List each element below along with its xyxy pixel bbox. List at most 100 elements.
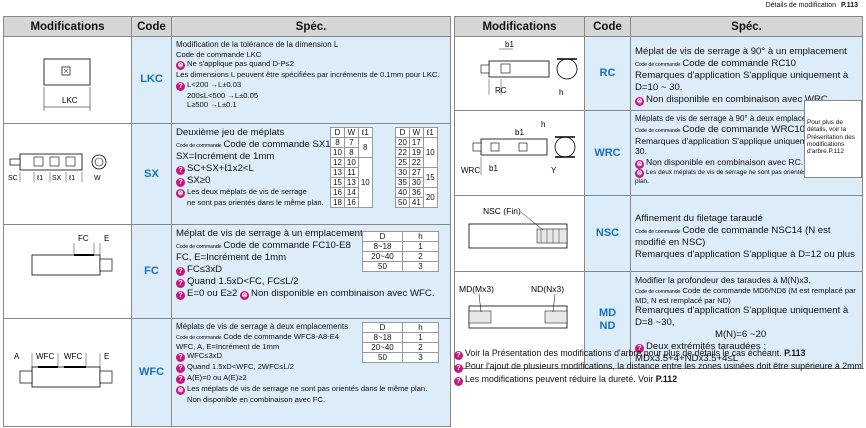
cell: 20 <box>395 136 410 148</box>
wrc-line-2: Non disponible en combinaison avec RC. <box>646 157 804 168</box>
sx-line-1: SX=Incrément de 1mm <box>176 150 275 162</box>
fc-line-5: Non disponible en combinaison avec WFC. <box>251 288 435 300</box>
cell: 16 <box>343 196 359 208</box>
spec-rc: Méplat de vis de serrage à 90° à un empl… <box>630 36 863 111</box>
tip-icon: ? <box>454 377 463 386</box>
cell: 41 <box>408 196 424 208</box>
cell: 30 <box>395 166 410 178</box>
tip-icon: ? <box>635 343 644 353</box>
tip-icon: ? <box>176 375 185 385</box>
details-callout[interactable]: Pour plus de détails, voir la Présentati… <box>804 100 862 178</box>
mdnd-figure: MD(Mx3) ND(Nx3) <box>454 271 585 369</box>
tip-icon: ? <box>176 279 185 289</box>
fc-title: Méplat de vis de serrage à un emplacemen… <box>176 228 363 240</box>
spec-fc: Méplat de vis de serrage à un emplacemen… <box>171 224 451 320</box>
order-code-label: Code de commande <box>635 61 681 68</box>
wrc-dim-wrc: WRC <box>461 166 480 175</box>
wrc-title: Méplats de vis de serrage à 90° à deux e… <box>635 113 829 123</box>
cell: ℓ1 <box>357 126 373 138</box>
cell: 22 <box>408 156 424 168</box>
code-fc: FC <box>131 224 172 320</box>
cell: 19 <box>408 146 424 158</box>
mdnd-line-2: M(N)=6 ~20 <box>715 328 767 340</box>
lkc-line-order: Code de commande LKC <box>176 50 262 59</box>
order-code-label: Code de commande <box>635 127 681 134</box>
cell: W <box>408 126 424 138</box>
tip-icon: ? <box>454 351 463 360</box>
wfc-dim-a: A <box>14 352 20 361</box>
header-code: Code <box>131 16 172 37</box>
tip-icon: ? <box>176 177 185 187</box>
nsc-line-1: Remarques d'application S'applique à D=1… <box>635 249 855 261</box>
wrc-dim-b1b: b1 <box>515 128 524 137</box>
fc-line-2: FC≤3xD <box>187 264 223 276</box>
lkc-line-2: Les dimensions L peuvent être spécifiées… <box>176 70 440 80</box>
cell: 10 <box>330 146 345 158</box>
order-code-label: Code de commande <box>635 229 681 236</box>
spec-sx: Deuxième jeu de méplats Code de commande… <box>171 122 451 226</box>
note-1: ?Voir la Présentation des modifications … <box>454 348 805 360</box>
not-available-icon: ⊗ <box>176 386 185 396</box>
cell: 10 <box>422 136 438 168</box>
rc-figure: b1 RC h <box>454 36 585 111</box>
cell: 12 <box>330 156 345 168</box>
wrc-dim-b1a: b1 <box>489 164 498 173</box>
not-available-icon: ⊗ <box>635 160 644 170</box>
wfc-line-2: WFC≤3xD <box>187 351 222 361</box>
order-code-label: Code de commande <box>176 335 222 342</box>
cell: 50 <box>395 196 410 208</box>
sx-line-5: ne sont pas orientés dans le même plan. <box>187 197 324 207</box>
fc-line-1: FC, E=Incrément de 1mm <box>176 252 287 264</box>
cell: 8~18 <box>362 332 403 344</box>
top-ref-text: Détails de modification <box>765 2 837 9</box>
sx-line-2: SC+SX+ℓ1x2<L <box>187 162 254 174</box>
wrc-figure: h b1 b1 WRC Y <box>454 109 585 197</box>
cell: 13 <box>330 166 345 178</box>
code-nsc: NSC <box>584 195 631 273</box>
cell: D <box>330 126 345 138</box>
fc-dim-e: E <box>104 234 109 243</box>
lkc-line-3: L<200 →L±0.03 <box>187 79 242 89</box>
note-1-ref[interactable]: P.113 <box>784 348 806 358</box>
lkc-dim-label: LKC <box>62 96 78 105</box>
code-nd: ND <box>599 319 616 332</box>
nsc-line-0: Code de commande NSC14 (N est modifié en… <box>635 225 831 249</box>
cell: 11 <box>343 166 359 178</box>
cell: 27 <box>408 166 424 178</box>
nsc-title: Affinement du filetage taraudé <box>635 213 763 225</box>
spec-mdnd: Modifier la profondeur des taraudes à M(… <box>630 271 863 369</box>
cell: 13 <box>343 176 359 188</box>
cell: 30 <box>408 176 424 188</box>
wrc-line-1: Remarques d'application S'applique uniqu… <box>635 135 857 157</box>
note-2: ?Pour l'ajout de plusieurs modifications… <box>454 361 864 373</box>
nd-dim-label: ND(Nx3) <box>531 284 564 294</box>
note-3-text: Les modifications peuvent réduire la dur… <box>465 374 654 384</box>
cell: 20~40 <box>362 342 403 354</box>
cell: 8 <box>343 146 359 158</box>
lkc-title: Modification de la tolérance de la dimen… <box>176 40 339 49</box>
cell: D <box>362 322 403 334</box>
wrc-dim-y: Y <box>551 166 557 175</box>
sx-dim-sx: SX <box>52 175 62 182</box>
cell: h <box>402 231 439 243</box>
cell: 35 <box>395 176 410 188</box>
cell: D <box>362 231 403 243</box>
note-3-ref[interactable]: P.112 <box>655 374 678 384</box>
top-ref-page[interactable]: P.113 <box>840 2 858 9</box>
header-spec: Spéc. <box>171 16 451 37</box>
cell: 50 <box>362 261 403 273</box>
wfc-dim-wfc2: WFC <box>64 352 82 361</box>
code-wrc: WRC <box>584 109 631 197</box>
wfc-line-1: WFC, A, E=Incrément de 1mm <box>176 341 280 351</box>
wrc-dim-h: h <box>541 120 545 129</box>
cell: 10 <box>343 156 359 168</box>
note-3: ?Les modifications peuvent réduire la du… <box>454 374 677 386</box>
cell: ℓ1 <box>422 126 438 138</box>
tip-icon: ? <box>176 81 185 91</box>
rc-dim-b1: b1 <box>505 40 514 49</box>
